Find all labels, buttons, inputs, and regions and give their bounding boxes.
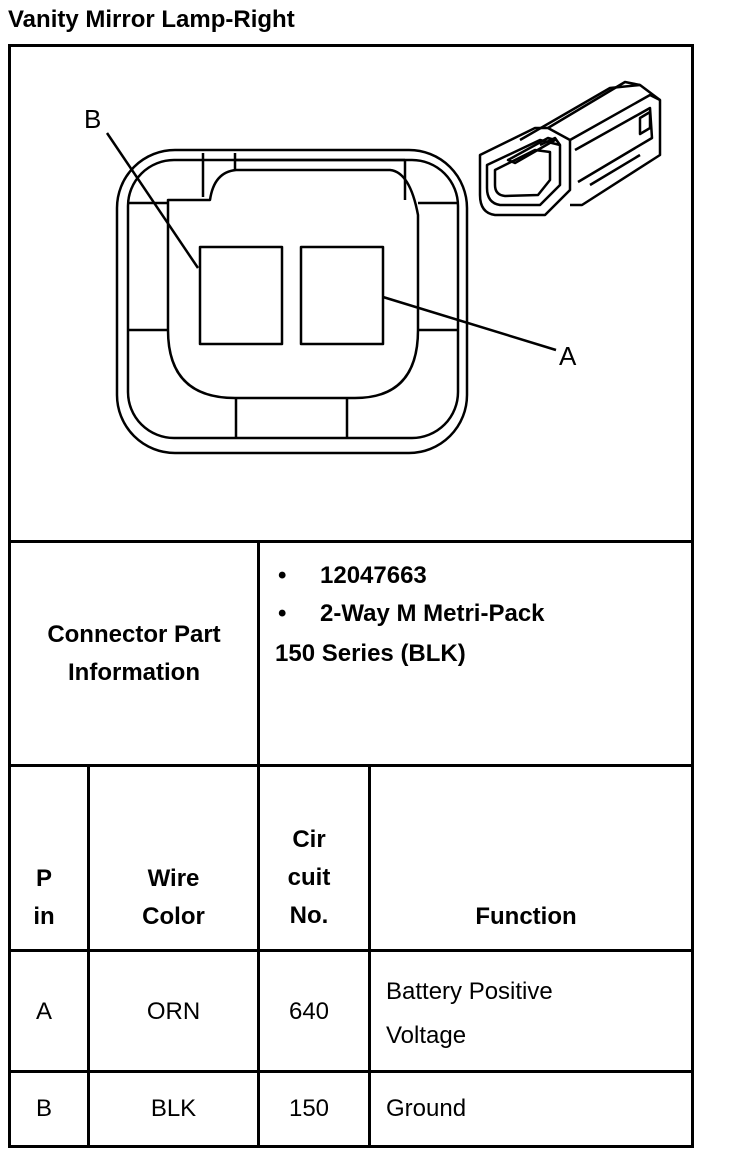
row-a-circuit: 640: [288, 998, 330, 1025]
header-pin-line2: in: [33, 903, 55, 930]
divider-col-pin: [87, 764, 90, 1148]
row-b-circuit: 150: [288, 1095, 330, 1122]
row-a-function-line1: Battery Positive: [386, 978, 553, 1005]
row-a-pin: A: [35, 998, 52, 1025]
pin-b-leader: [105, 132, 200, 269]
header-pin-line1: P: [35, 865, 52, 892]
header-wire-color: Wire Color: [90, 860, 257, 936]
header-circuit-line2: cuit: [287, 864, 331, 891]
divider-row-b-bottom: [8, 1145, 694, 1148]
connector-info-label-line2: Information: [68, 659, 200, 686]
connector-series: 150 Series (BLK): [275, 640, 466, 667]
row-b-function: Ground: [386, 1095, 467, 1122]
pin-label-b: B: [84, 104, 101, 134]
divider-diagram-bottom: [8, 540, 694, 543]
divider-row-a-bottom: [8, 1070, 694, 1073]
divider-info-vertical: [257, 540, 260, 766]
connector-info-label-line1: Connector Part: [47, 621, 221, 648]
header-function: Function: [475, 903, 577, 930]
header-wire-color-line1: Wire: [147, 865, 200, 892]
header-circuit: Cir cuit No.: [260, 821, 358, 935]
connector-isometric-icon: [478, 80, 662, 217]
connector-info-label: Connector Part Information: [11, 616, 257, 692]
row-a-wire-color: ORN: [146, 998, 201, 1025]
page-title: Vanity Mirror Lamp-Right: [8, 6, 295, 33]
pin-label-a: A: [559, 341, 577, 371]
bullet-icon: •: [278, 562, 287, 589]
divider-col-circuit: [368, 764, 371, 1148]
part-number-item: • 12047663: [278, 557, 427, 595]
row-b-wire-color: BLK: [150, 1095, 197, 1122]
connector-type-item: • 2-Way M Metri-Pack: [278, 595, 545, 633]
divider-col-wire: [257, 764, 260, 1148]
row-b-pin: B: [35, 1095, 52, 1122]
header-circuit-line3: No.: [289, 902, 329, 929]
connector-type: 2-Way M Metri-Pack: [320, 600, 545, 627]
row-a-function: Battery Positive Voltage: [386, 970, 553, 1058]
divider-info-bottom: [8, 764, 694, 767]
row-a-function-line2: Voltage: [386, 1022, 467, 1049]
divider-header-bottom: [8, 949, 694, 952]
header-circuit-line1: Cir: [292, 826, 326, 853]
pin-a-leader: [382, 295, 557, 352]
part-number: 12047663: [320, 562, 427, 589]
header-wire-color-line2: Color: [142, 903, 205, 930]
header-pin: P in: [11, 860, 77, 936]
connector-face-icon: [115, 148, 469, 455]
bullet-icon: •: [278, 600, 287, 627]
connector-diagram: B A: [84, 80, 662, 455]
connector-table-frame: [8, 44, 694, 1148]
